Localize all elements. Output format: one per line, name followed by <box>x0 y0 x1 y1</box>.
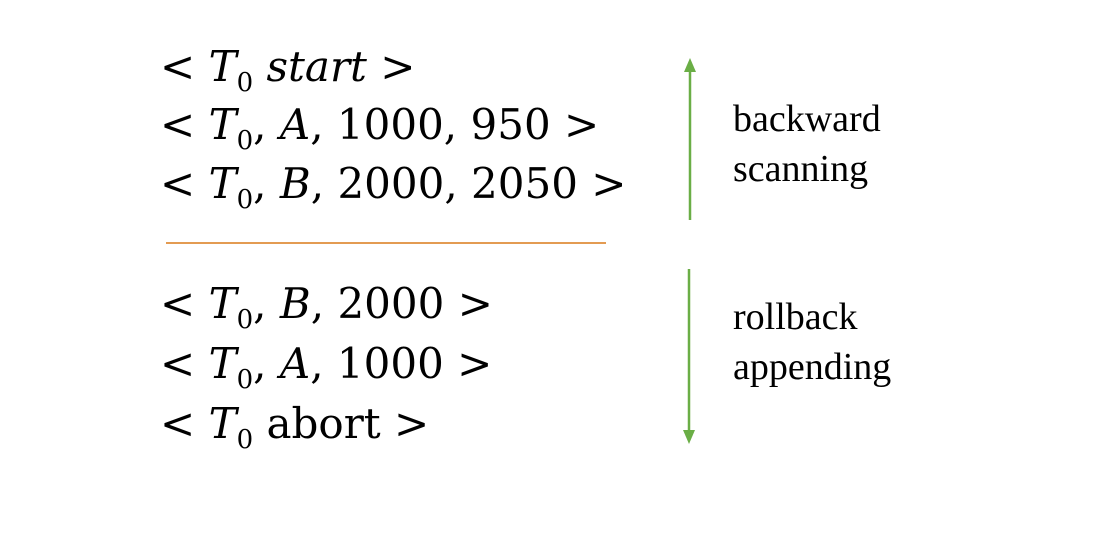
log-record-start: < T0 start > <box>160 42 416 97</box>
tx-name: T <box>208 399 237 448</box>
tx-subscript: 0 <box>236 305 254 335</box>
new-value: 950 <box>470 100 551 149</box>
tx-name: T <box>208 100 237 149</box>
separator: , <box>310 159 325 208</box>
data-item: A <box>279 339 311 388</box>
log-record-update-a: < T0, A, 1000, 950 > <box>160 100 600 155</box>
label-line: scanning <box>733 148 869 190</box>
close-angle: > <box>457 279 493 328</box>
section-divider <box>166 242 606 244</box>
tx-subscript: 0 <box>236 365 254 395</box>
log-record-update-b: < T0, B, 2000, 2050 > <box>160 159 627 214</box>
open-angle: < <box>160 42 196 91</box>
tx-subscript: 0 <box>236 68 254 98</box>
restored-value: 2000 <box>337 279 445 328</box>
tx-subscript: 0 <box>236 126 254 156</box>
data-item: B <box>279 279 311 328</box>
tx-name: T <box>208 339 237 388</box>
close-angle: > <box>394 399 430 448</box>
open-angle: < <box>160 399 196 448</box>
old-value: 2000 <box>337 159 445 208</box>
separator: , <box>253 279 267 328</box>
new-value: 2050 <box>471 159 578 208</box>
label-line: appending <box>733 346 892 388</box>
close-angle: > <box>591 159 627 208</box>
open-angle: < <box>160 279 196 328</box>
tx-subscript: 0 <box>236 185 254 215</box>
restored-value: 1000 <box>336 339 444 388</box>
open-angle: < <box>160 159 196 208</box>
separator: , <box>253 100 267 149</box>
separator: , <box>310 100 324 149</box>
open-angle: < <box>160 339 196 388</box>
data-item: A <box>279 100 311 149</box>
tx-name: T <box>208 279 237 328</box>
old-value: 1000 <box>336 100 444 149</box>
separator: , <box>310 339 324 388</box>
separator: , <box>253 339 267 388</box>
tx-name: T <box>208 159 237 208</box>
close-angle: > <box>380 42 416 91</box>
data-item: B <box>279 159 311 208</box>
separator: , <box>253 159 267 208</box>
close-angle: > <box>457 339 493 388</box>
separator: , <box>444 159 458 208</box>
up-arrow-icon <box>684 58 696 220</box>
separator: , <box>443 100 458 149</box>
close-angle: > <box>564 100 600 149</box>
backward-scanning-label: backward scanning <box>733 94 881 194</box>
separator: , <box>310 279 325 328</box>
label-line: rollback <box>733 296 858 338</box>
label-line: backward <box>733 98 881 140</box>
record-keyword: start <box>266 42 367 91</box>
open-angle: < <box>160 100 196 149</box>
log-record-abort: < T0 abort > <box>160 399 430 454</box>
tx-subscript: 0 <box>236 425 254 455</box>
log-record-redo-only-b: < T0, B, 2000 > <box>160 279 493 334</box>
record-keyword: abort <box>266 399 381 448</box>
rollback-appending-label: rollback appending <box>733 292 891 392</box>
log-record-redo-only-a: < T0, A, 1000 > <box>160 339 493 394</box>
down-arrow-icon <box>683 269 695 444</box>
tx-name: T <box>208 42 237 91</box>
